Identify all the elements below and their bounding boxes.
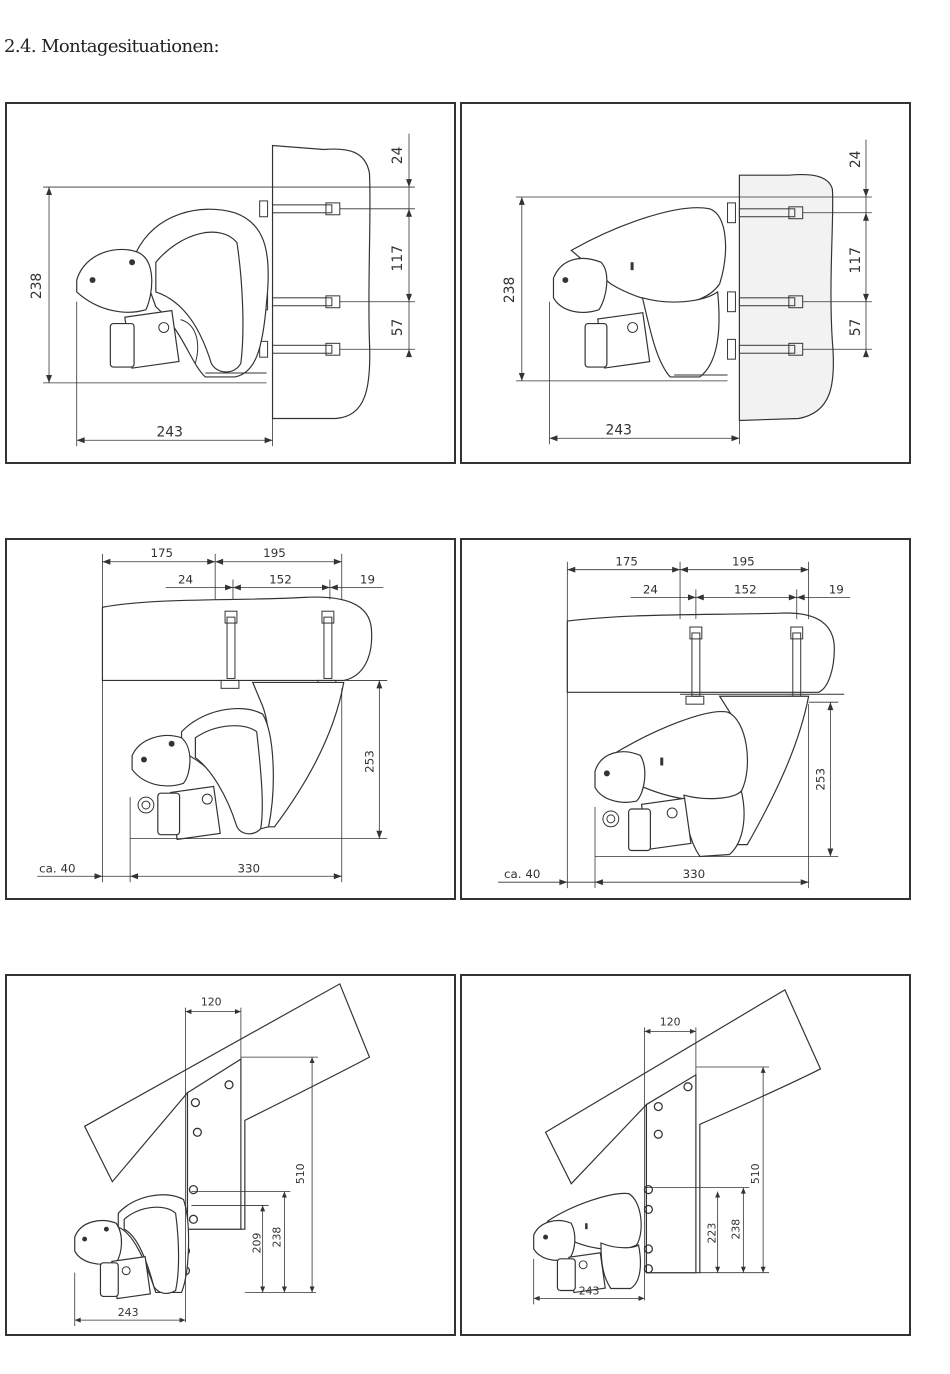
dim-243: 243 bbox=[118, 1306, 139, 1319]
dim-120: 120 bbox=[660, 1015, 681, 1028]
diagram-ceiling-mount-compact: 175 195 24 152 19 253 ca. 40 330 bbox=[462, 540, 909, 898]
dim-ca40: ca. 40 bbox=[504, 867, 540, 881]
panel-wall-mount-compact: 238 243 24 117 57 bbox=[460, 102, 911, 464]
drive-unit bbox=[75, 1195, 189, 1299]
drive-unit bbox=[595, 696, 809, 856]
dim-195: 195 bbox=[732, 555, 755, 569]
section-title: 2.4. Montagesituationen: bbox=[4, 36, 219, 57]
panel-ceiling-mount-compact: 175 195 24 152 19 253 ca. 40 330 bbox=[460, 538, 911, 900]
dim-ca40: ca. 40 bbox=[39, 861, 75, 875]
dim-330: 330 bbox=[683, 867, 706, 881]
dim-120: 120 bbox=[201, 996, 222, 1009]
wall-block bbox=[273, 146, 370, 419]
dim-243: 243 bbox=[156, 424, 182, 440]
dim-238: 238 bbox=[29, 273, 45, 299]
dim-243: 243 bbox=[579, 1284, 600, 1297]
dim-117: 117 bbox=[848, 247, 864, 273]
dim-117: 117 bbox=[390, 245, 406, 271]
drive-unit bbox=[534, 1193, 641, 1292]
drive-unit bbox=[553, 208, 727, 377]
dim-152: 152 bbox=[269, 573, 292, 587]
dim-24: 24 bbox=[178, 573, 193, 587]
dim-253: 253 bbox=[362, 750, 376, 773]
dim-510: 510 bbox=[294, 1163, 307, 1184]
dim-152: 152 bbox=[734, 582, 757, 596]
diagram-sloped-mount-classic: 120 510 209 238 243 bbox=[7, 976, 454, 1334]
dim-19: 19 bbox=[829, 582, 844, 596]
diagram-sloped-mount-compact: 120 510 223 238 243 bbox=[462, 976, 909, 1334]
dim-223: 223 bbox=[706, 1223, 719, 1244]
dim-238: 238 bbox=[270, 1227, 283, 1248]
panel-wall-mount-classic: 238 243 24 117 57 bbox=[5, 102, 456, 464]
drive-unit bbox=[77, 209, 269, 377]
dim-57: 57 bbox=[848, 319, 864, 337]
dim-19: 19 bbox=[360, 573, 375, 587]
dim-330: 330 bbox=[237, 861, 260, 875]
diagram-ceiling-mount-classic: 175 195 24 152 19 253 ca. 40 330 bbox=[7, 540, 454, 898]
drive-unit bbox=[132, 682, 344, 839]
ceiling-block bbox=[102, 597, 371, 680]
dim-195: 195 bbox=[263, 546, 286, 560]
dim-24: 24 bbox=[390, 146, 406, 164]
dim-24: 24 bbox=[643, 582, 658, 596]
dim-510: 510 bbox=[749, 1163, 762, 1184]
dim-175: 175 bbox=[150, 546, 173, 560]
diagram-wall-mount-compact: 238 243 24 117 57 bbox=[462, 104, 909, 462]
panel-sloped-mount-compact: 120 510 223 238 243 bbox=[460, 974, 911, 1336]
dim-253: 253 bbox=[813, 768, 827, 791]
dim-175: 175 bbox=[615, 555, 638, 569]
dim-24: 24 bbox=[848, 150, 864, 168]
ceiling-block bbox=[567, 613, 834, 692]
panel-ceiling-mount-classic: 175 195 24 152 19 253 ca. 40 330 bbox=[5, 538, 456, 900]
dim-209: 209 bbox=[251, 1233, 264, 1254]
mount-bracket bbox=[646, 1075, 695, 1273]
dim-243: 243 bbox=[606, 422, 632, 438]
dim-238: 238 bbox=[502, 277, 518, 303]
dim-57: 57 bbox=[390, 319, 406, 337]
dim-238: 238 bbox=[729, 1219, 742, 1240]
diagram-wall-mount-classic: 238 243 24 117 57 bbox=[7, 104, 454, 462]
panel-sloped-mount-classic: 120 510 209 238 243 bbox=[5, 974, 456, 1336]
